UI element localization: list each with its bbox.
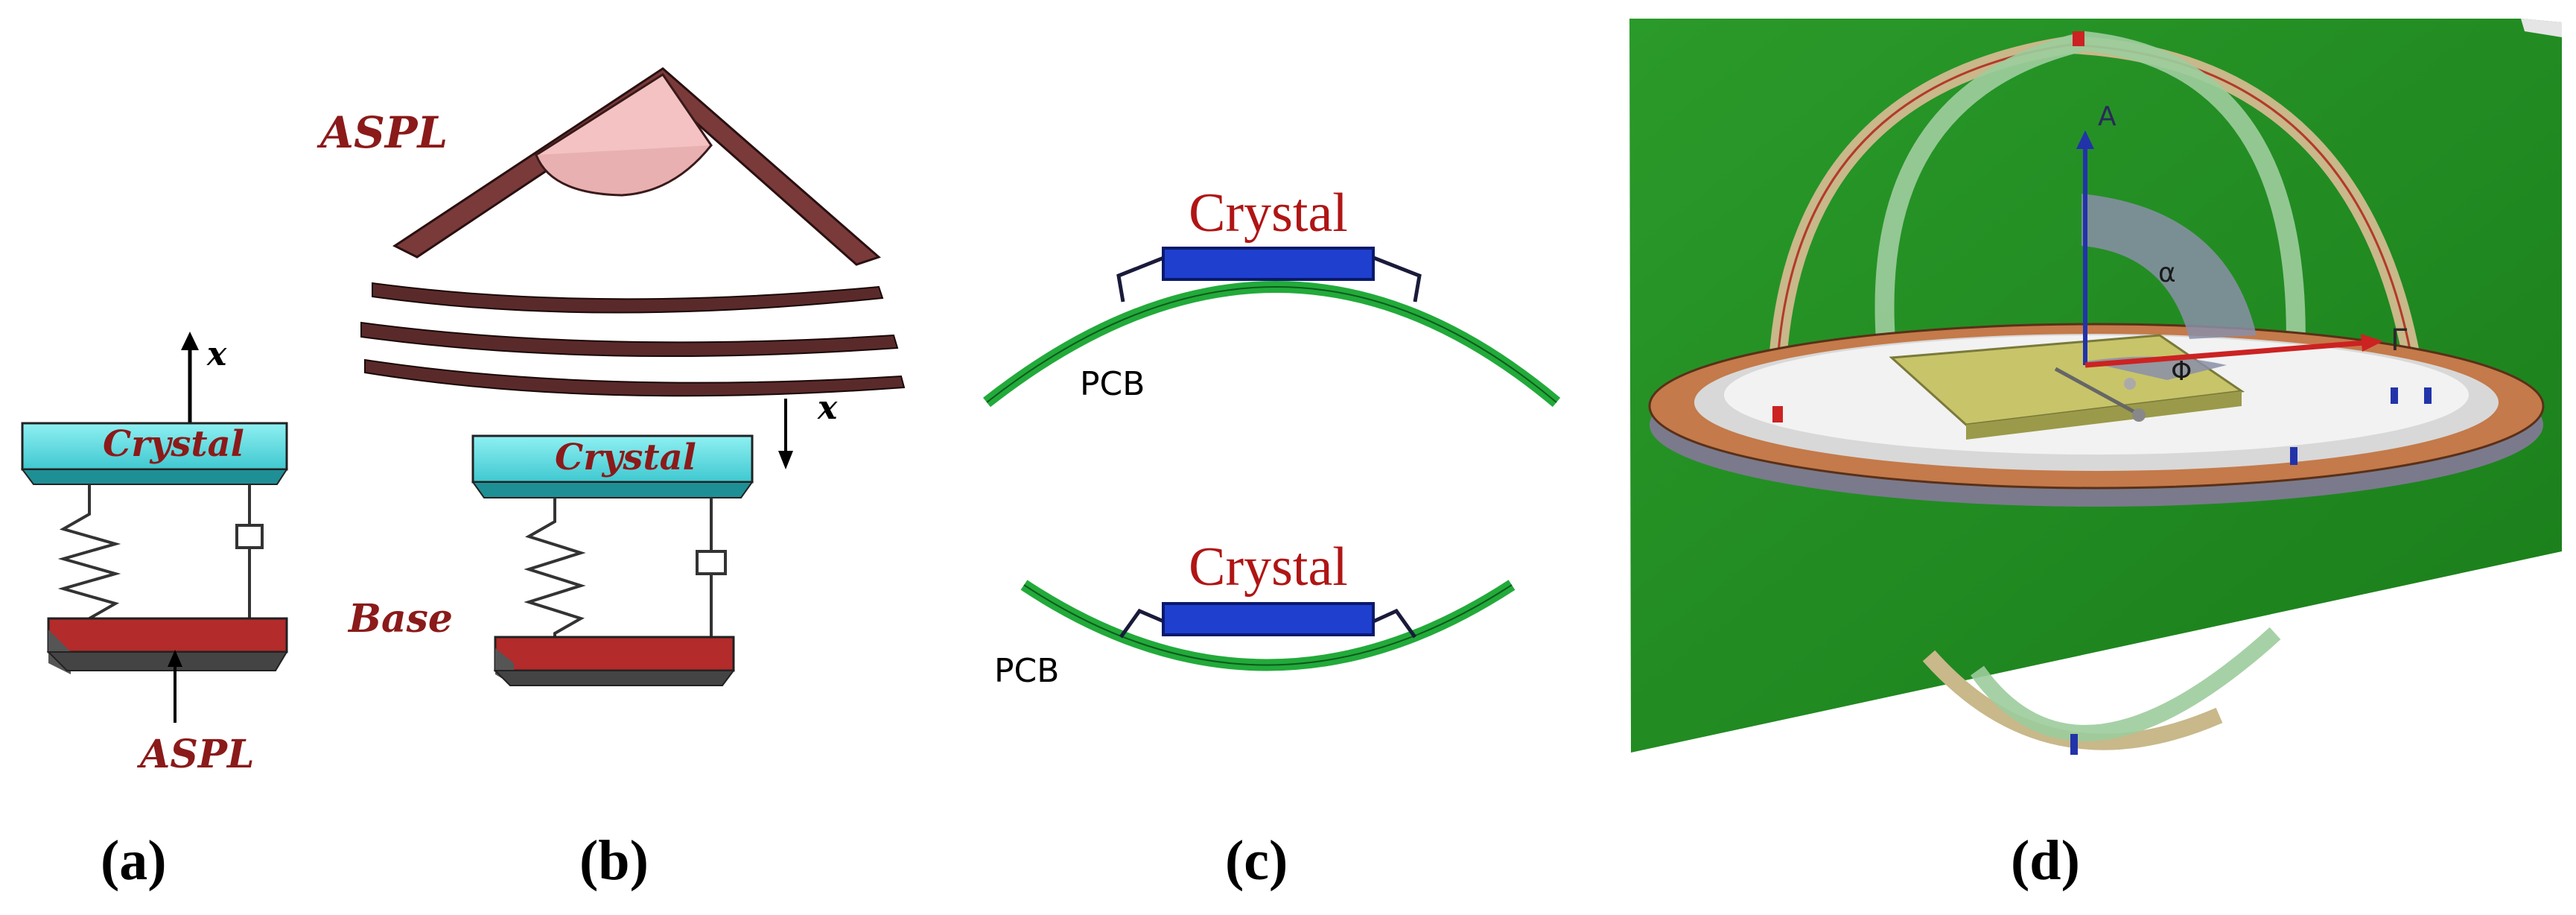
panel-c-top-crystal	[1162, 247, 1375, 281]
panel-a-aspl-label: ASPL	[136, 732, 255, 777]
panel-d-phi-label: Φ	[2171, 356, 2192, 387]
panel-b: ASPL x Crystal Base	[317, 67, 906, 892]
panel-b-base-label: Base	[347, 596, 453, 642]
panel-a: x Crystal ASPL (a)	[21, 332, 288, 892]
panel-a-caption: (a)	[101, 829, 167, 892]
panel-c-bottom-crystal	[1162, 602, 1375, 636]
panel-d-caption: (d)	[2011, 829, 2080, 892]
panel-c-top-bracket-left	[1116, 255, 1166, 303]
panel-b-curved-strips	[360, 282, 906, 397]
panel-c-top-bracket-right	[1371, 255, 1422, 303]
panel-c: Crystal PCB Crystal PCB (c)	[983, 183, 1561, 892]
panel-c-top-crystal-label: Crystal	[1189, 183, 1348, 244]
panel-c-bottom-bracket-left	[1119, 608, 1166, 639]
panel-c-bottom-bracket-right	[1370, 608, 1417, 639]
panel-d-axis-gamma	[2084, 340, 2365, 368]
panel-d-axis-gamma-label: Γ	[2391, 323, 2408, 358]
panel-a-axis-label: x	[206, 335, 227, 373]
panel-d-axis-a-label: A	[2098, 101, 2117, 132]
panel-a-spring	[57, 484, 121, 622]
panel-b-crystal-label: Crystal	[555, 437, 696, 478]
panel-b-aspl-label: ASPL	[317, 107, 448, 158]
panel-b-aspl-plate	[392, 67, 881, 266]
panel-c-caption: (c)	[1225, 829, 1288, 892]
panel-b-base-block	[493, 636, 735, 686]
panel-b-damper	[696, 498, 727, 639]
panel-a-damper	[235, 484, 264, 622]
panel-c-bottom-pcb-label: PCB	[994, 652, 1059, 690]
panel-b-axis-label: x	[817, 389, 838, 427]
panel-b-crystal-block	[471, 434, 754, 498]
panel-c-bottom-crystal-label: Crystal	[1189, 536, 1348, 598]
panel-d-gimbal-rings	[1766, 31, 2426, 434]
panel-a-crystal-label: Crystal	[103, 423, 244, 465]
panel-a-base-block	[46, 617, 288, 674]
panel-d: α Φ A Γ (d)	[1629, 19, 2562, 892]
panel-b-spring	[524, 498, 586, 639]
panel-a-crystal-block	[21, 422, 288, 485]
panel-d-alpha-label: α	[2158, 258, 2176, 288]
panel-d-alpha-arc	[2082, 194, 2257, 339]
panel-d-ring-markers	[1772, 387, 2432, 465]
panel-d-lower-rings	[1922, 627, 2281, 755]
panel-c-top-pcb-label: PCB	[1080, 365, 1145, 403]
panel-b-caption: (b)	[579, 829, 649, 892]
